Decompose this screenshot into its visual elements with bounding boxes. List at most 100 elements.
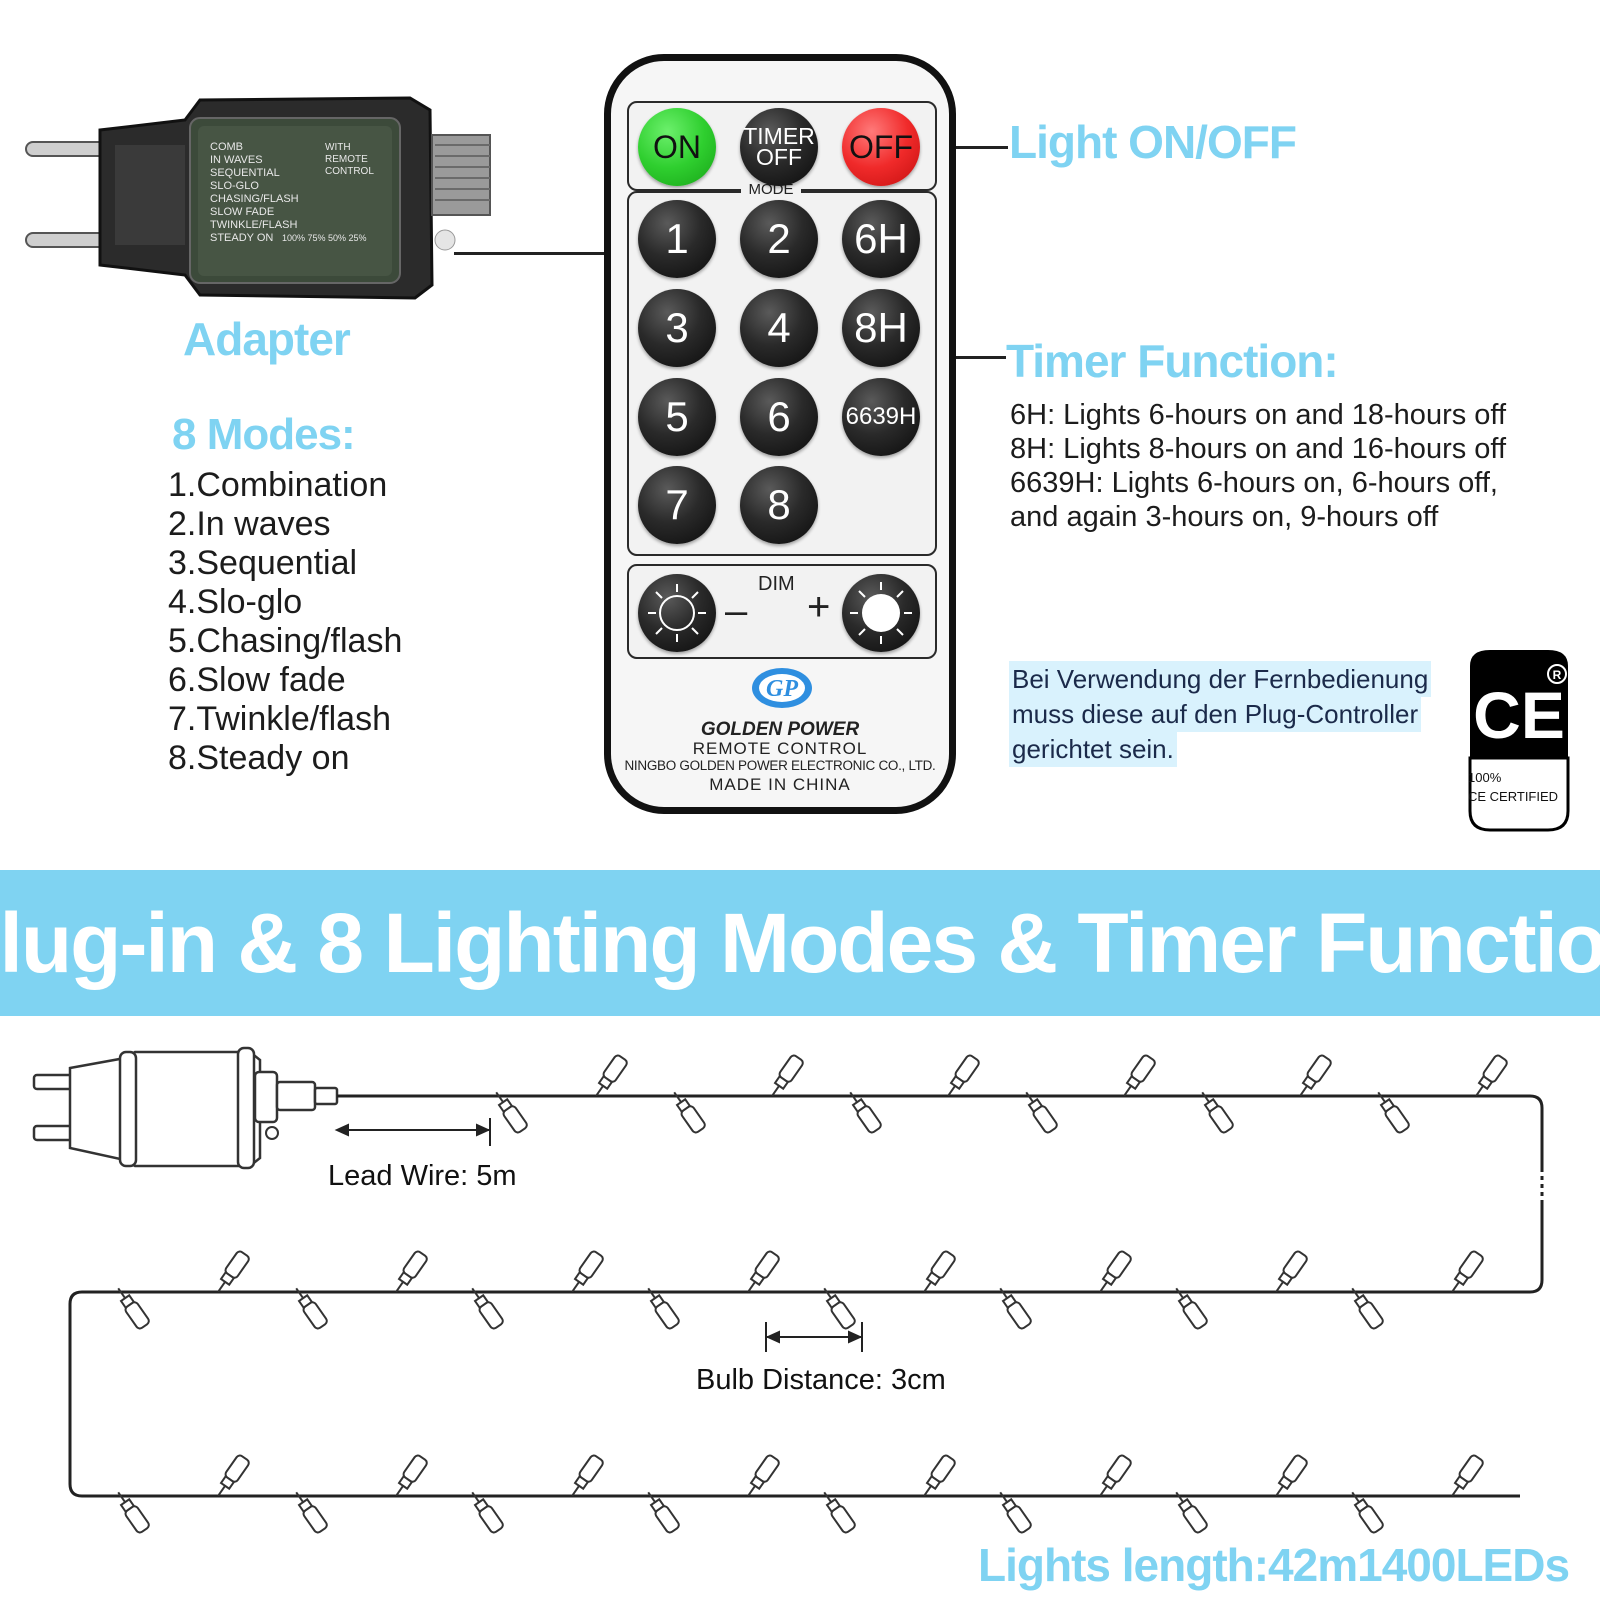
modes-title: 8 Modes: (172, 410, 356, 459)
dim-down-button[interactable] (638, 574, 716, 652)
registered-mark: R (1553, 668, 1562, 682)
lead-wire-dimension (334, 1118, 491, 1146)
modes-list: 1.Combination 2.In waves 3.Sequential 4.… (168, 466, 402, 778)
light-string-wire (68, 1094, 1544, 1498)
string-light-diagram (32, 1046, 1545, 1536)
mode-button-6[interactable]: 6 (740, 378, 818, 456)
mode-item: 3.Sequential (168, 544, 358, 582)
mode-item: 7.Twinkle/flash (168, 700, 391, 738)
mode-button-8[interactable]: 8 (740, 466, 818, 544)
product-name: REMOTE CONTROL (692, 739, 868, 758)
mode-button-7[interactable]: 7 (638, 466, 716, 544)
timer-6639h-button[interactable]: 6639H (842, 378, 920, 456)
bulb-icon (1269, 1452, 1310, 1501)
plug-icon (32, 1046, 339, 1170)
bulb-icon (211, 1452, 252, 1501)
bulb-icon (917, 1248, 958, 1297)
onoff-leader-line (954, 146, 1008, 149)
dim-up-button[interactable] (842, 574, 920, 652)
company-name: NINGBO GOLDEN POWER ELECTRONIC CO., LTD. (624, 758, 936, 773)
timer-8h-button[interactable]: 8H (842, 289, 920, 367)
ce-line1: 100% (1468, 770, 1502, 785)
mode-item: 6.Slow fade (168, 661, 346, 699)
bulb-icon (1269, 1248, 1310, 1297)
german-line: muss diese auf den Plug-Controller (1012, 699, 1419, 729)
mode-button-4[interactable]: 4 (740, 289, 818, 367)
ce-letters: CE (1473, 678, 1565, 752)
mode-button-5[interactable]: 5 (638, 378, 716, 456)
adapter-print-left-1: IN WAVES (210, 154, 263, 166)
bulb-icon (1469, 1052, 1510, 1101)
timer-line: 8H: Lights 8-hours on and 16-hours off (1010, 433, 1507, 465)
bulb-icon (765, 1052, 806, 1101)
bulb-icon (565, 1248, 606, 1297)
sun-bright-icon (850, 582, 912, 644)
adapter-print-right-2: CONTROL (325, 166, 374, 177)
mode-item: 1.Combination (168, 466, 388, 504)
lead-wire-caption: Lead Wire: 5m (328, 1160, 517, 1192)
mode-item: 8.Steady on (168, 739, 350, 777)
adapter-leader-line (454, 252, 606, 255)
bulb-icon (917, 1452, 958, 1501)
bulb-icon (1445, 1452, 1486, 1501)
german-note: Bei Verwendung der Fernbedienung muss di… (1012, 662, 1429, 767)
made-in: MADE IN CHINA (709, 775, 851, 794)
timer-line: 6639H: Lights 6-hours on, 6-hours off, (1010, 467, 1498, 499)
adapter-image: COMB IN WAVES SEQUENTIAL SLO-GLO CHASING… (25, 96, 491, 300)
mode-item: 2.In waves (168, 505, 331, 543)
adapter-print-right-1: REMOTE (325, 154, 368, 165)
bulb-distance-dimension (765, 1322, 863, 1352)
bulb-icon (1117, 1052, 1158, 1101)
off-button[interactable]: OFF (842, 108, 920, 186)
svg-text:GP: GP (766, 676, 798, 702)
ce-badge: CE R 100% CE CERTIFIED (1460, 646, 1578, 834)
german-line: Bei Verwendung der Fernbedienung (1012, 664, 1429, 694)
bulbs-group (111, 1052, 1510, 1536)
bulb-icon (389, 1452, 430, 1501)
dim-minus-sign: – (725, 589, 748, 633)
bulb-icon (741, 1452, 782, 1501)
light-onoff-title: Light ON/OFF (1009, 116, 1297, 168)
banner: Plug-in & 8 Lighting Modes & Timer Funct… (0, 870, 1600, 1016)
bulb-icon (1445, 1248, 1486, 1297)
mode-item: 4.Slo-glo (168, 583, 303, 621)
adapter-print-left-3: SLO-GLO (210, 180, 259, 192)
mode-item: 5.Chasing/flash (168, 622, 403, 660)
sun-dim-icon (648, 584, 706, 642)
german-line: gerichtet sein. (1012, 734, 1174, 764)
adapter-print-left-5: SLOW FADE (210, 206, 274, 218)
adapter-print-left-0: COMB (210, 141, 243, 153)
on-button[interactable]: ON (638, 108, 716, 186)
timer-line: and again 3-hours on, 9-hours off (1010, 501, 1439, 533)
dim-label: DIM (758, 573, 795, 595)
adapter-print-left-2: SEQUENTIAL (210, 167, 280, 179)
bulb-icon (589, 1052, 630, 1101)
lights-length-caption: Lights length:42m1400LEDs (978, 1539, 1570, 1591)
dim-plus-sign: + (807, 585, 831, 629)
timer-6h-button[interactable]: 6H (842, 200, 920, 278)
timer-leader-line (954, 356, 1006, 359)
timer-line: 6H: Lights 6-hours on and 18-hours off (1010, 399, 1507, 431)
bulb-icon (941, 1052, 982, 1101)
bulb-icon (1093, 1248, 1134, 1297)
adapter-print-left-7: STEADY ON (210, 232, 273, 244)
adapter-label: Adapter (183, 313, 351, 365)
adapter-print-levels: 100% 75% 50% 25% (282, 233, 367, 243)
adapter-print-left-4: CHASING/FLASH (210, 193, 299, 205)
bulb-distance-caption: Bulb Distance: 3cm (696, 1364, 946, 1396)
ce-badge-shape: CE R (1468, 650, 1570, 832)
mode-button-2[interactable]: 2 (740, 200, 818, 278)
bulb-icon (565, 1452, 606, 1501)
golden-power-logo: GP (752, 668, 812, 708)
mode-button-3[interactable]: 3 (638, 289, 716, 367)
bulb-icon (389, 1248, 430, 1297)
brand-name: GOLDEN POWER (700, 719, 860, 740)
ce-line2: CE CERTIFIED (1468, 789, 1559, 804)
bulb-icon (741, 1248, 782, 1297)
banner-title: Plug-in & 8 Lighting Modes & Timer Funct… (0, 895, 1600, 990)
mode-button-1[interactable]: 1 (638, 200, 716, 278)
adapter-print-right-0: WITH (325, 142, 351, 153)
